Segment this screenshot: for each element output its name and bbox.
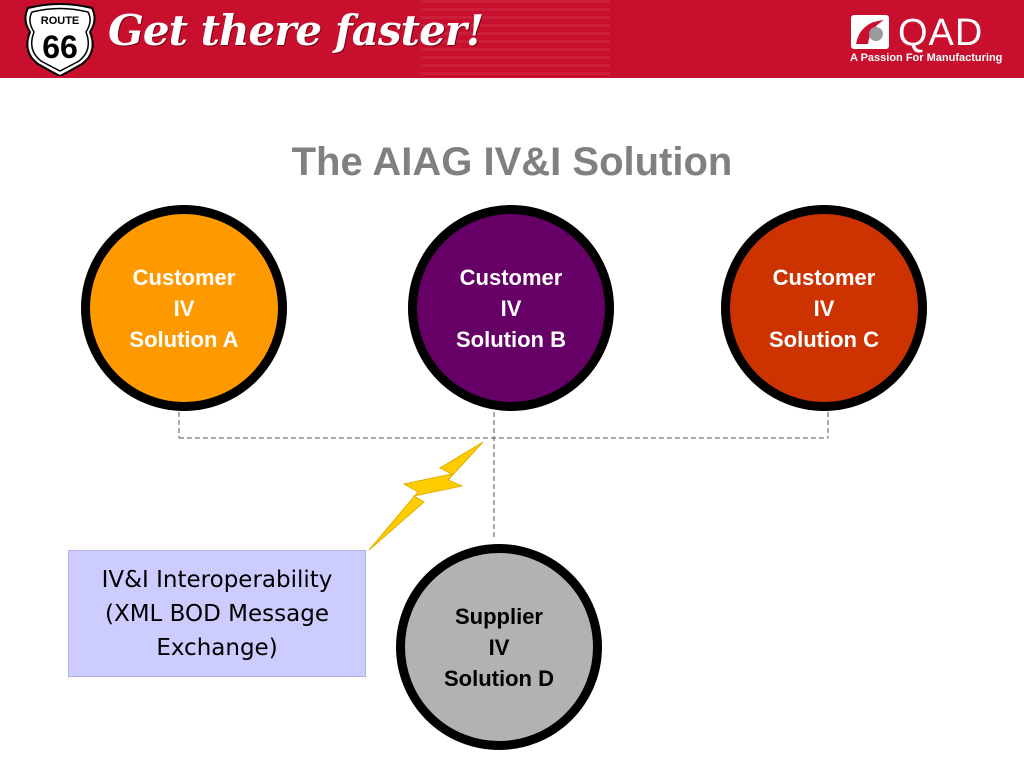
- node-label: Customer IV Solution B: [456, 264, 566, 352]
- brand-slogan: A Passion For Manufacturing: [850, 52, 1003, 64]
- node-customer-solution-a: Customer IV Solution A: [81, 205, 287, 411]
- qad-logo-icon: [851, 15, 889, 49]
- node-customer-solution-b: Customer IV Solution B: [408, 205, 614, 411]
- route-66-shield-icon: ROUTE 66: [24, 3, 96, 76]
- node-label: Supplier IV Solution D: [444, 603, 554, 691]
- page-title: The AIAG IV&I Solution: [291, 140, 733, 184]
- node-supplier-solution-d: Supplier IV Solution D: [396, 544, 602, 750]
- tagline: Get there faster!: [108, 6, 484, 55]
- route-sign-top: ROUTE: [41, 15, 80, 27]
- interop-box: IV&I Interoperability (XML BOD Message E…: [68, 550, 366, 677]
- route-sign-number: 66: [42, 29, 78, 65]
- interop-box-text: IV&I Interoperability (XML BOD Message E…: [101, 566, 333, 661]
- banner-texture: [420, 0, 610, 78]
- node-label: Customer IV Solution C: [769, 264, 879, 352]
- lightning-bolt-icon: [368, 441, 484, 551]
- header-banner: ROUTE 66 Get there faster! QAD A Passion…: [0, 0, 1024, 78]
- brand-wordmark: QAD: [898, 12, 984, 54]
- node-label: Customer IV Solution A: [129, 264, 239, 352]
- node-customer-solution-c: Customer IV Solution C: [721, 205, 927, 411]
